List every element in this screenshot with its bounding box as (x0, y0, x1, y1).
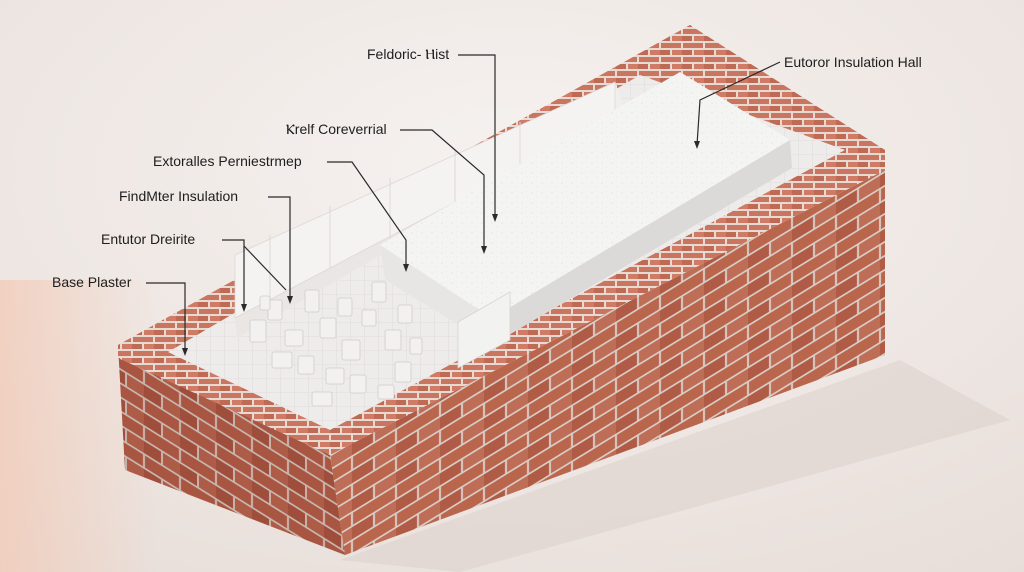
insulation-slab-front (492, 140, 792, 345)
label-eutoror-insulation-hall: Eutoror Insulation Hall (784, 54, 922, 70)
ground-shadow (340, 360, 1010, 572)
label-entutor-dreirite: Entutor Dreirite (101, 231, 195, 247)
label-krelf-coreverrial: Ⲕrelf Coreverrial (286, 121, 387, 137)
brick-wall-assembly (118, 25, 885, 555)
leader-extoralles-perniestrmep (327, 161, 407, 268)
leader-eutoror-insulation-hall (696, 61, 781, 146)
leader-findmter-insulation (268, 196, 291, 300)
leader-feldoric-hist (458, 54, 496, 218)
brick-side-face (118, 345, 345, 555)
foam-blocks (249, 281, 423, 407)
brick-front-face (330, 170, 885, 555)
insulation-slab (380, 72, 792, 369)
leader-entutor-dreirite (222, 239, 245, 308)
label-base-plaster: Base Plaster (52, 274, 132, 290)
label-findmter-insulation: FindMter Insulation (119, 188, 238, 204)
insulation-slab-top (380, 72, 790, 318)
label-extoralles-perniestrmep: Extoralles Perniestrmep (153, 153, 302, 169)
label-feldoric-hist: Feldoric- Ⲏist (367, 46, 449, 62)
leader-krelf-coreverrial (400, 129, 485, 250)
callout-labels: Feldoric- Ⲏist Eutoror Insulation Hall Ⲕ… (52, 46, 922, 290)
leader-base-plaster (146, 282, 186, 352)
leader-lines (146, 54, 781, 356)
insulation-board (457, 291, 511, 369)
